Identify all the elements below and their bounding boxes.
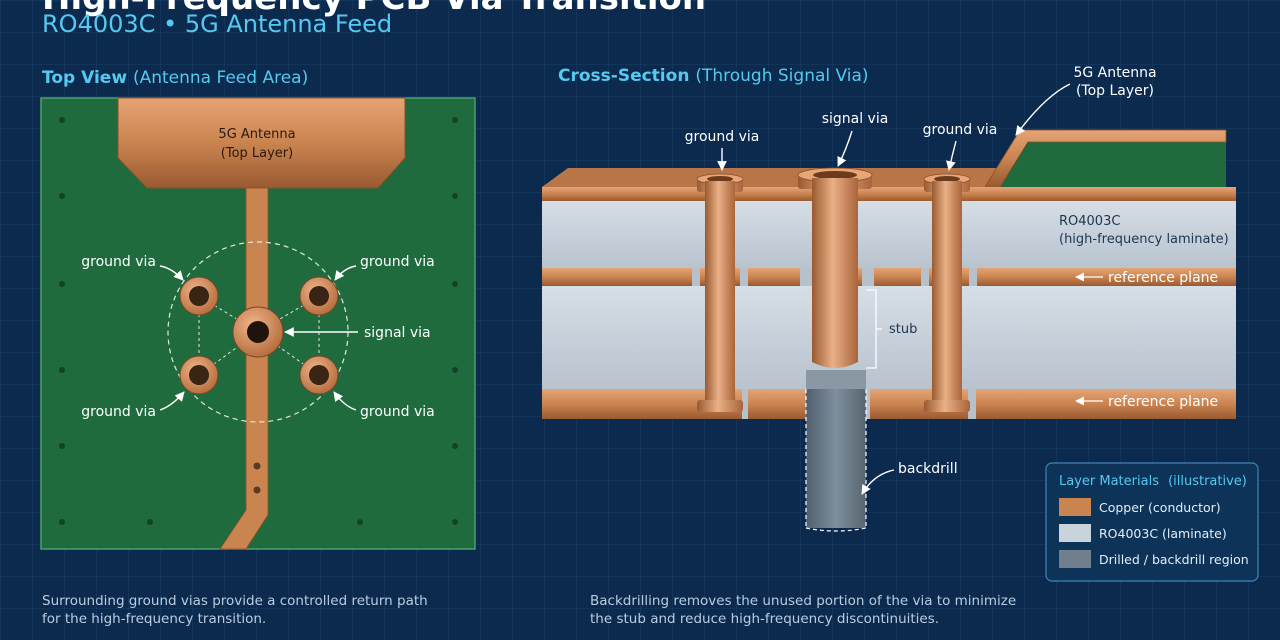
top-antenna-label-2: (Top Layer) — [221, 146, 293, 161]
cs-antenna-label-1: 5G Antenna — [1073, 65, 1156, 81]
cs-antenna-label-2: (Top Layer) — [1076, 83, 1154, 99]
cross-section-heading: Cross-Section (Through Signal Via) — [558, 66, 869, 86]
top-view-board — [40, 97, 476, 550]
antenna-patch — [117, 97, 406, 189]
cs-laminate-label-2: (high-frequency laminate) — [1059, 232, 1229, 247]
backdrill-region — [806, 389, 866, 528]
cross-section-caption: Backdrilling removes the unused portion … — [590, 592, 1016, 628]
top-view-heading-sub: (Antenna Feed Area) — [132, 68, 309, 88]
top-ground-via-label-br: ground via — [360, 404, 435, 420]
cs-reference-plane-label-2: reference plane — [1108, 394, 1218, 410]
legend-title: Layer Materials (illustrative) — [1059, 470, 1247, 489]
ground-via-top-right — [299, 276, 339, 316]
ground-via-barrel-right — [923, 173, 971, 412]
legend-swatch-laminate — [1059, 524, 1091, 542]
stub-bracket — [866, 289, 882, 369]
arrow-cs-signal — [837, 130, 853, 167]
backdrill-top — [806, 370, 866, 389]
top-view-callouts: ground via ground via ground via ground … — [81, 254, 435, 420]
legend-label-copper: Copper (conductor) — [1099, 500, 1221, 515]
top-antenna-label-1: 5G Antenna — [218, 127, 295, 142]
top-view-heading-main: Top View — [42, 68, 128, 88]
top-ground-via-label-tl: ground via — [81, 254, 156, 270]
ground-via-bottom-right — [299, 355, 339, 395]
feed-trace — [219, 187, 269, 550]
arrow-ground-via-br — [333, 391, 357, 411]
ground-via-bottom-left — [179, 355, 219, 395]
top-ground-via-label-tr: ground via — [360, 254, 435, 270]
ground-via-barrel-left — [696, 173, 744, 412]
board-mounting-holes — [59, 117, 458, 525]
cs-backdrill-label: backdrill — [898, 461, 958, 477]
cross-section-heading-sub: (Through Signal Via) — [695, 66, 869, 86]
top-view-caption-line1: Surrounding ground vias provide a contro… — [42, 593, 428, 609]
legend-box — [1045, 462, 1259, 582]
legend-label-backdrill: Drilled / backdrill region — [1099, 552, 1249, 567]
cross-section-caption-line1: Backdrilling removes the unused portion … — [590, 593, 1017, 609]
legend: Layer Materials (illustrative) Copper (c… — [1045, 462, 1259, 582]
signal-via-barrel — [797, 167, 873, 368]
cs-stub-label: stub — [889, 322, 917, 337]
cs-ground-via-label-right: ground via — [923, 122, 998, 138]
trace-via-1 — [253, 462, 261, 470]
laminate-lower — [542, 286, 1236, 389]
top-ground-via-label-bl: ground via — [81, 404, 156, 420]
page-title: High-Frequency PCB Via Transition — [42, 0, 706, 18]
reference-plane-bottom — [542, 389, 1236, 419]
cross-section-stackup — [542, 129, 1236, 532]
arrow-cs-backdrill — [861, 469, 895, 495]
top-copper-layer — [542, 187, 1236, 201]
top-view-caption: Surrounding ground vias provide a contro… — [42, 592, 428, 628]
ground-via-top-left — [179, 276, 219, 316]
top-copper-bevel — [542, 168, 1015, 187]
trace-via-2 — [253, 486, 261, 494]
top-signal-via-label: signal via — [364, 325, 431, 341]
legend-swatch-backdrill — [1059, 550, 1091, 568]
top-view-heading: Top View (Antenna Feed Area) — [42, 68, 308, 88]
arrow-ground-via-bl — [159, 391, 185, 411]
top-view-caption-line2: for the high-frequency transition. — [42, 611, 267, 627]
cross-section-caption-line2: the stub and reduce high-frequency disco… — [590, 611, 940, 627]
cs-ground-via-label-left: ground via — [685, 129, 760, 145]
signal-via-top — [232, 306, 284, 358]
cross-section-heading-main: Cross-Section — [558, 66, 690, 86]
page-subtitle: RO4003C • 5G Antenna Feed — [42, 10, 393, 38]
antenna-substrate — [1000, 140, 1226, 187]
arrow-ground-via-tr — [334, 265, 357, 281]
legend-swatch-copper — [1059, 498, 1091, 516]
cs-laminate-label-1: RO4003C — [1059, 214, 1120, 229]
cs-signal-via-label: signal via — [822, 111, 889, 127]
arrow-cs-antenna — [1015, 83, 1071, 136]
laminate-upper — [542, 201, 1236, 268]
arrow-ground-via-tl — [159, 265, 184, 281]
cross-section-callouts: 5G Antenna (Top Layer) ground via signal… — [685, 65, 1229, 495]
legend-label-laminate: RO4003C (laminate) — [1099, 526, 1227, 541]
cs-reference-plane-label-1: reference plane — [1108, 270, 1218, 286]
backdrill-outline — [805, 389, 867, 532]
arrow-cs-ground-right — [946, 140, 957, 171]
